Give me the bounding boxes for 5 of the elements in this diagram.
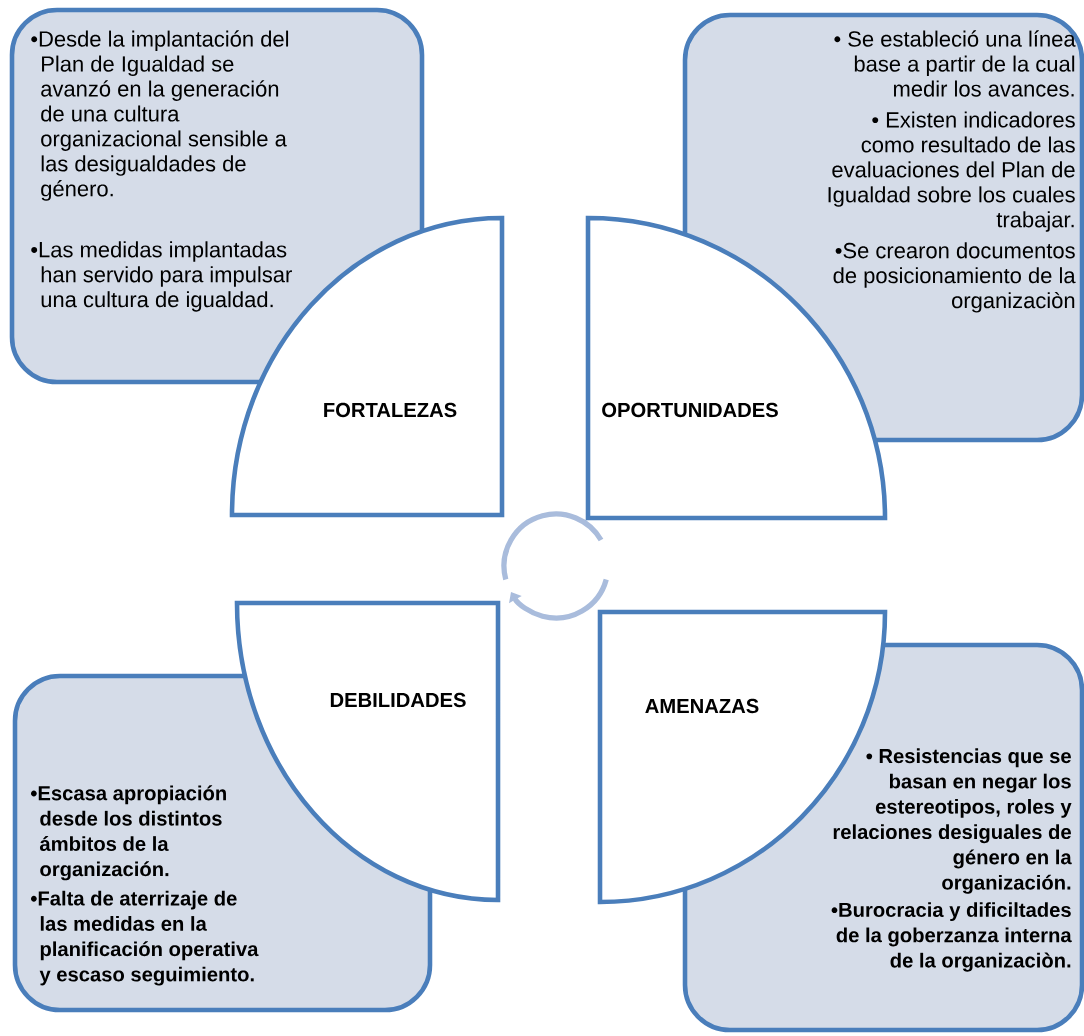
bullet-text: •Burocracia y dificiltades de la goberzanza interna de la organizaciòn. xyxy=(831,902,1072,972)
bullet-text: •Desde la implantación del Plan de Igualdad se avanzó en la generación de una cultura organizacional sensible a las desigualdades de género. xyxy=(31,30,289,201)
bullet-text: • Se estableció una línea base a partir de la cual medir los avances. xyxy=(834,30,1076,97)
bullet-text: •Escasa apropiación desde los distintos ámbitos de la organización. xyxy=(31,785,226,881)
text-box xyxy=(9,7,425,385)
